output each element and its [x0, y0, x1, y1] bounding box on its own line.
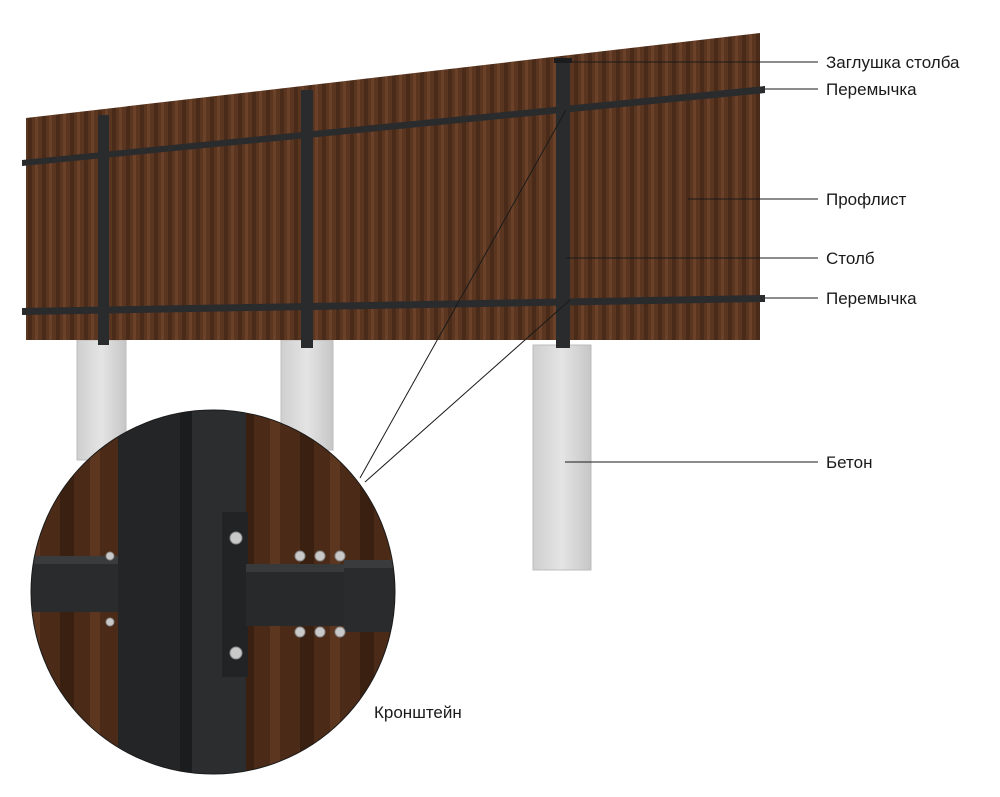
post-cap [554, 58, 572, 63]
zoom-connector-line [364, 299, 571, 483]
bolt-icons [105, 531, 346, 660]
crossbar-bottom [22, 295, 765, 315]
crossbar-top [22, 86, 765, 166]
callout-labels: Заглушка столба Перемычка Профлист Столб… [374, 53, 960, 722]
label-bracket: Кронштейн [374, 703, 462, 722]
posts [98, 58, 572, 348]
label-crossbar-bottom: Перемычка [826, 289, 917, 308]
crossbars [22, 86, 765, 315]
post-1 [98, 115, 109, 345]
label-profiled-sheet: Профлист [826, 190, 907, 209]
zoom-connector-line [359, 109, 567, 479]
post-2 [301, 90, 313, 348]
zoom-connectors [359, 109, 571, 483]
label-concrete: Бетон [826, 453, 872, 472]
label-crossbar-top: Перемычка [826, 80, 917, 99]
profiled-sheet [26, 33, 760, 340]
bracket-detail-magnifier [30, 409, 396, 775]
concrete-footing-3 [532, 344, 592, 571]
label-post: Столб [826, 249, 875, 268]
post-3 [556, 60, 570, 348]
bracket-arm [246, 564, 350, 626]
leader-lines [565, 61, 818, 463]
label-post-cap: Заглушка столба [826, 53, 960, 72]
